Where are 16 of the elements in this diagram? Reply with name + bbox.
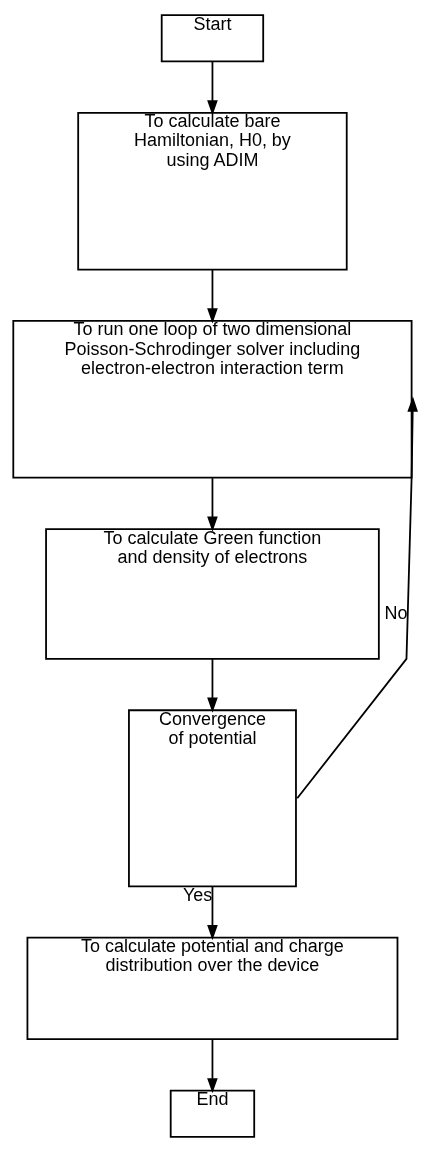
arrow (207, 1038, 218, 1094)
arrow (207, 477, 218, 532)
node-box: End (169, 1089, 256, 1138)
node-box: To calculate Green function and density of electrons (45, 528, 380, 660)
node-box: To calculate potential and charge distribution over the device (26, 936, 399, 1041)
arrow (296, 396, 418, 800)
arrow (207, 885, 218, 941)
arrow (207, 268, 218, 324)
arrow (207, 60, 218, 116)
node-box: To calculate bare Hamiltonian, H0, by using ADIM (77, 111, 348, 271)
node-box: To run one loop of two dimensional Poisson-Schrodinger solver including electron-electron interaction term (12, 320, 413, 479)
node-box: Convergence of potential (128, 709, 297, 888)
edge-label: No (384, 602, 408, 623)
edge-label: Yes (183, 885, 213, 906)
node-box: Start (160, 14, 265, 63)
arrow (207, 658, 218, 713)
